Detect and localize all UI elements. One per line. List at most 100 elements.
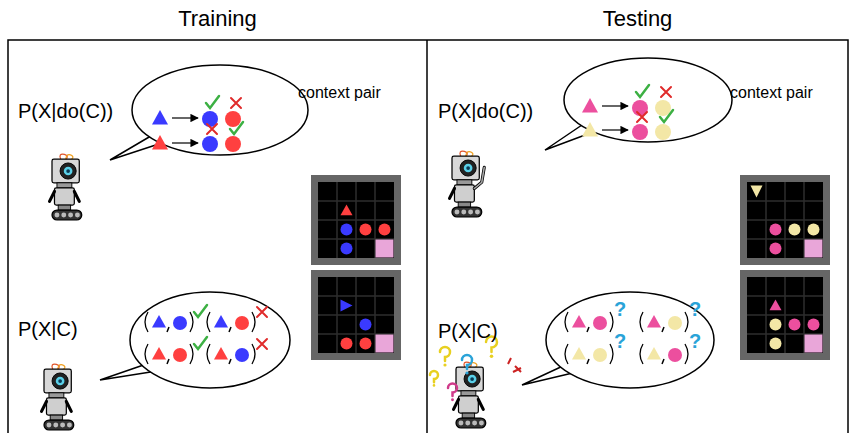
- question-mark: ?: [614, 298, 626, 321]
- circle-shape: [225, 136, 241, 152]
- robot-arm: [74, 191, 79, 201]
- robot-body: [458, 396, 478, 413]
- paren: [565, 344, 568, 364]
- robot-wheel: [75, 213, 80, 218]
- robot-wheel: [465, 421, 470, 426]
- robot-arm: [50, 191, 55, 201]
- bubble-join: [594, 117, 612, 125]
- paren: [610, 344, 613, 364]
- robot-head: [452, 156, 479, 180]
- paren: [145, 344, 148, 364]
- circle-shape: [808, 319, 820, 331]
- circle-shape: [770, 224, 782, 236]
- check-mark: [230, 122, 243, 134]
- circle-shape: [808, 224, 820, 236]
- robot-arm: [474, 167, 484, 188]
- check-mark: [206, 96, 219, 108]
- grid-ground: [747, 277, 823, 353]
- robot-figure: [454, 362, 486, 428]
- robot-lens: [468, 375, 477, 384]
- comma: [229, 327, 231, 332]
- robot-tread: [456, 418, 486, 428]
- circle-shape: [789, 319, 801, 331]
- panel-heading: Testing: [427, 0, 848, 36]
- grid-line: [318, 314, 394, 316]
- robot-body: [54, 188, 74, 205]
- formula-label: P(X|do(C)): [18, 100, 113, 123]
- anger-mark: [508, 358, 521, 372]
- question-mark: ?: [614, 330, 626, 353]
- paren: [640, 312, 643, 332]
- circle-shape: [225, 111, 241, 127]
- robot-pupil: [466, 166, 470, 170]
- robot-tread: [452, 207, 482, 217]
- grid-line: [747, 314, 823, 316]
- comma: [587, 327, 589, 332]
- paren: [685, 312, 688, 332]
- robot-wheel: [53, 423, 58, 428]
- circle-shape: [379, 224, 391, 236]
- robot-wheel: [60, 423, 65, 428]
- panel: Training: [8, 0, 427, 36]
- arrow-line: [602, 129, 628, 130]
- cross-mark: [257, 339, 267, 349]
- cross-mark: [637, 112, 647, 122]
- confusion-mark: [462, 355, 472, 369]
- formula-label: P(X|do(C)): [438, 100, 533, 123]
- robot-head: [52, 159, 79, 183]
- robot-arm: [42, 401, 47, 411]
- robot-waist: [50, 415, 62, 420]
- triangle-shape: [341, 300, 353, 312]
- robot-wheel: [479, 421, 484, 426]
- circle-shape: [593, 348, 607, 362]
- robot-wheel: [54, 213, 59, 218]
- circle-shape: [173, 348, 187, 362]
- paren: [145, 312, 148, 332]
- robot-eye: [460, 160, 476, 176]
- confusion-mark: [448, 384, 457, 397]
- circle-shape: [173, 316, 187, 330]
- paren: [565, 312, 568, 332]
- robot-arm: [474, 167, 484, 188]
- goal-square: [376, 335, 394, 353]
- formula-label: P(X|C): [18, 318, 78, 341]
- robot-head: [456, 367, 483, 391]
- triangle-shape: [647, 347, 661, 360]
- triangle-shape: [582, 98, 598, 112]
- triangle-shape: [572, 347, 586, 360]
- robot-wheel: [46, 423, 51, 428]
- robot-waist: [458, 202, 470, 207]
- grid-line: [747, 219, 823, 221]
- robot-wheel: [67, 423, 72, 428]
- panel-divider: [426, 40, 428, 433]
- robot-wheel: [454, 210, 459, 215]
- check-mark: [636, 85, 649, 97]
- grid-line: [318, 219, 394, 221]
- circle-shape: [668, 316, 682, 330]
- robot-pupil: [58, 379, 62, 383]
- circle-shape: [668, 348, 682, 362]
- paren: [252, 312, 255, 332]
- goal-square: [805, 335, 823, 353]
- triangle-shape: [647, 315, 661, 328]
- robot-wheel: [458, 421, 463, 426]
- comma: [662, 359, 664, 364]
- bubble-join: [576, 360, 594, 368]
- robot-waist: [58, 205, 70, 210]
- robot-lens: [464, 164, 473, 173]
- check-mark: [660, 110, 673, 122]
- triangle-shape: [770, 300, 782, 311]
- triangle-shape: [152, 110, 168, 124]
- robot-arm: [450, 188, 455, 198]
- robot-tread: [52, 210, 82, 220]
- arrow-line: [602, 105, 628, 106]
- circle-shape: [341, 243, 353, 255]
- cross-mark: [257, 307, 267, 317]
- confusion-dot: [490, 355, 494, 359]
- question-mark: ?: [689, 330, 701, 353]
- triangle-shape: [152, 135, 168, 149]
- robot-wheel: [468, 210, 473, 215]
- robot-figure: [450, 151, 485, 217]
- bubble-join: [164, 129, 182, 137]
